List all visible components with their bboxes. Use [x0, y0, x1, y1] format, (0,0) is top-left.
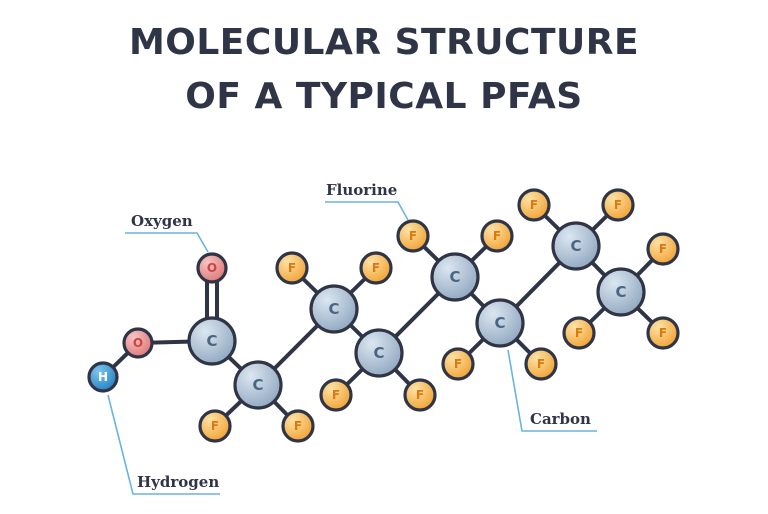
fluorine-atom — [601, 188, 635, 222]
fluorine-symbol: F — [659, 242, 667, 256]
fluorine-symbol: F — [332, 388, 340, 402]
carbon-symbol: C — [570, 237, 581, 255]
fluorine-label: Fluorine — [326, 181, 397, 199]
fluorine-symbol: F — [614, 198, 622, 212]
fluorine-atom — [396, 219, 430, 253]
title-line-2: OF A TYPICAL PFAS — [185, 76, 583, 117]
fluorine-symbol: F — [659, 326, 667, 340]
oxygen-symbol: O — [133, 336, 143, 350]
carbon-atom — [551, 221, 601, 271]
carbon-symbol: C — [615, 283, 626, 301]
carbon-symbol: C — [206, 332, 217, 350]
hydrogen-symbol: H — [98, 370, 108, 384]
fluorine-symbol: F — [294, 419, 302, 433]
oxygen-atom-hydroxyl — [122, 327, 154, 359]
carbon-symbol: C — [449, 268, 460, 286]
hydrogen-leader-line — [107, 394, 220, 495]
fluorine-symbol: F — [409, 229, 417, 243]
fluorine-leader-line — [325, 201, 409, 221]
fluorine-atom — [517, 188, 551, 222]
fluorine-symbol: F — [537, 357, 545, 371]
carbon-symbol: C — [328, 300, 339, 318]
oxygen-label: Oxygen — [131, 212, 193, 230]
carbon-symbol: C — [373, 344, 384, 362]
carbon-atom — [309, 284, 359, 334]
fluorine-atom — [198, 409, 232, 443]
oxygen-atom-carbonyl — [196, 252, 228, 284]
fluorine-atom — [480, 219, 514, 253]
hydrogen-atom — [87, 361, 119, 393]
carbon-atom — [187, 316, 237, 366]
oxygen-leader-line — [125, 232, 209, 253]
carbon-label: Carbon — [530, 410, 591, 428]
fluorine-symbol: F — [575, 326, 583, 340]
carbon-atom — [596, 267, 646, 317]
carbon-leader-line — [507, 349, 597, 432]
fluorine-atom — [275, 251, 309, 285]
fluorine-atom — [646, 316, 680, 350]
carbon-symbol: C — [252, 376, 263, 394]
title-line-1: MOLECULAR STRUCTURE — [128, 22, 640, 63]
fluorine-symbol: F — [454, 357, 462, 371]
fluorine-symbol: F — [493, 229, 501, 243]
fluorine-atom — [562, 316, 596, 350]
fluorine-atom — [359, 251, 393, 285]
fluorine-symbol: F — [372, 261, 380, 275]
fluorine-atom — [403, 378, 437, 412]
fluorine-atom — [319, 378, 353, 412]
fluorine-atom — [441, 347, 475, 381]
fluorine-atom — [524, 347, 558, 381]
fluorine-atom — [646, 232, 680, 266]
carbon-atom — [354, 328, 404, 378]
fluorine-symbol: F — [530, 198, 538, 212]
fluorine-symbol: F — [288, 261, 296, 275]
fluorine-atom — [281, 409, 315, 443]
carbon-atom — [475, 298, 525, 348]
carbon-atom — [430, 252, 480, 302]
carbon-atom — [233, 360, 283, 410]
oxygen-symbol: O — [207, 261, 217, 275]
carbon-symbol: C — [494, 314, 505, 332]
fluorine-symbol: F — [416, 388, 424, 402]
hydrogen-label: Hydrogen — [137, 473, 219, 491]
fluorine-symbol: F — [211, 419, 219, 433]
